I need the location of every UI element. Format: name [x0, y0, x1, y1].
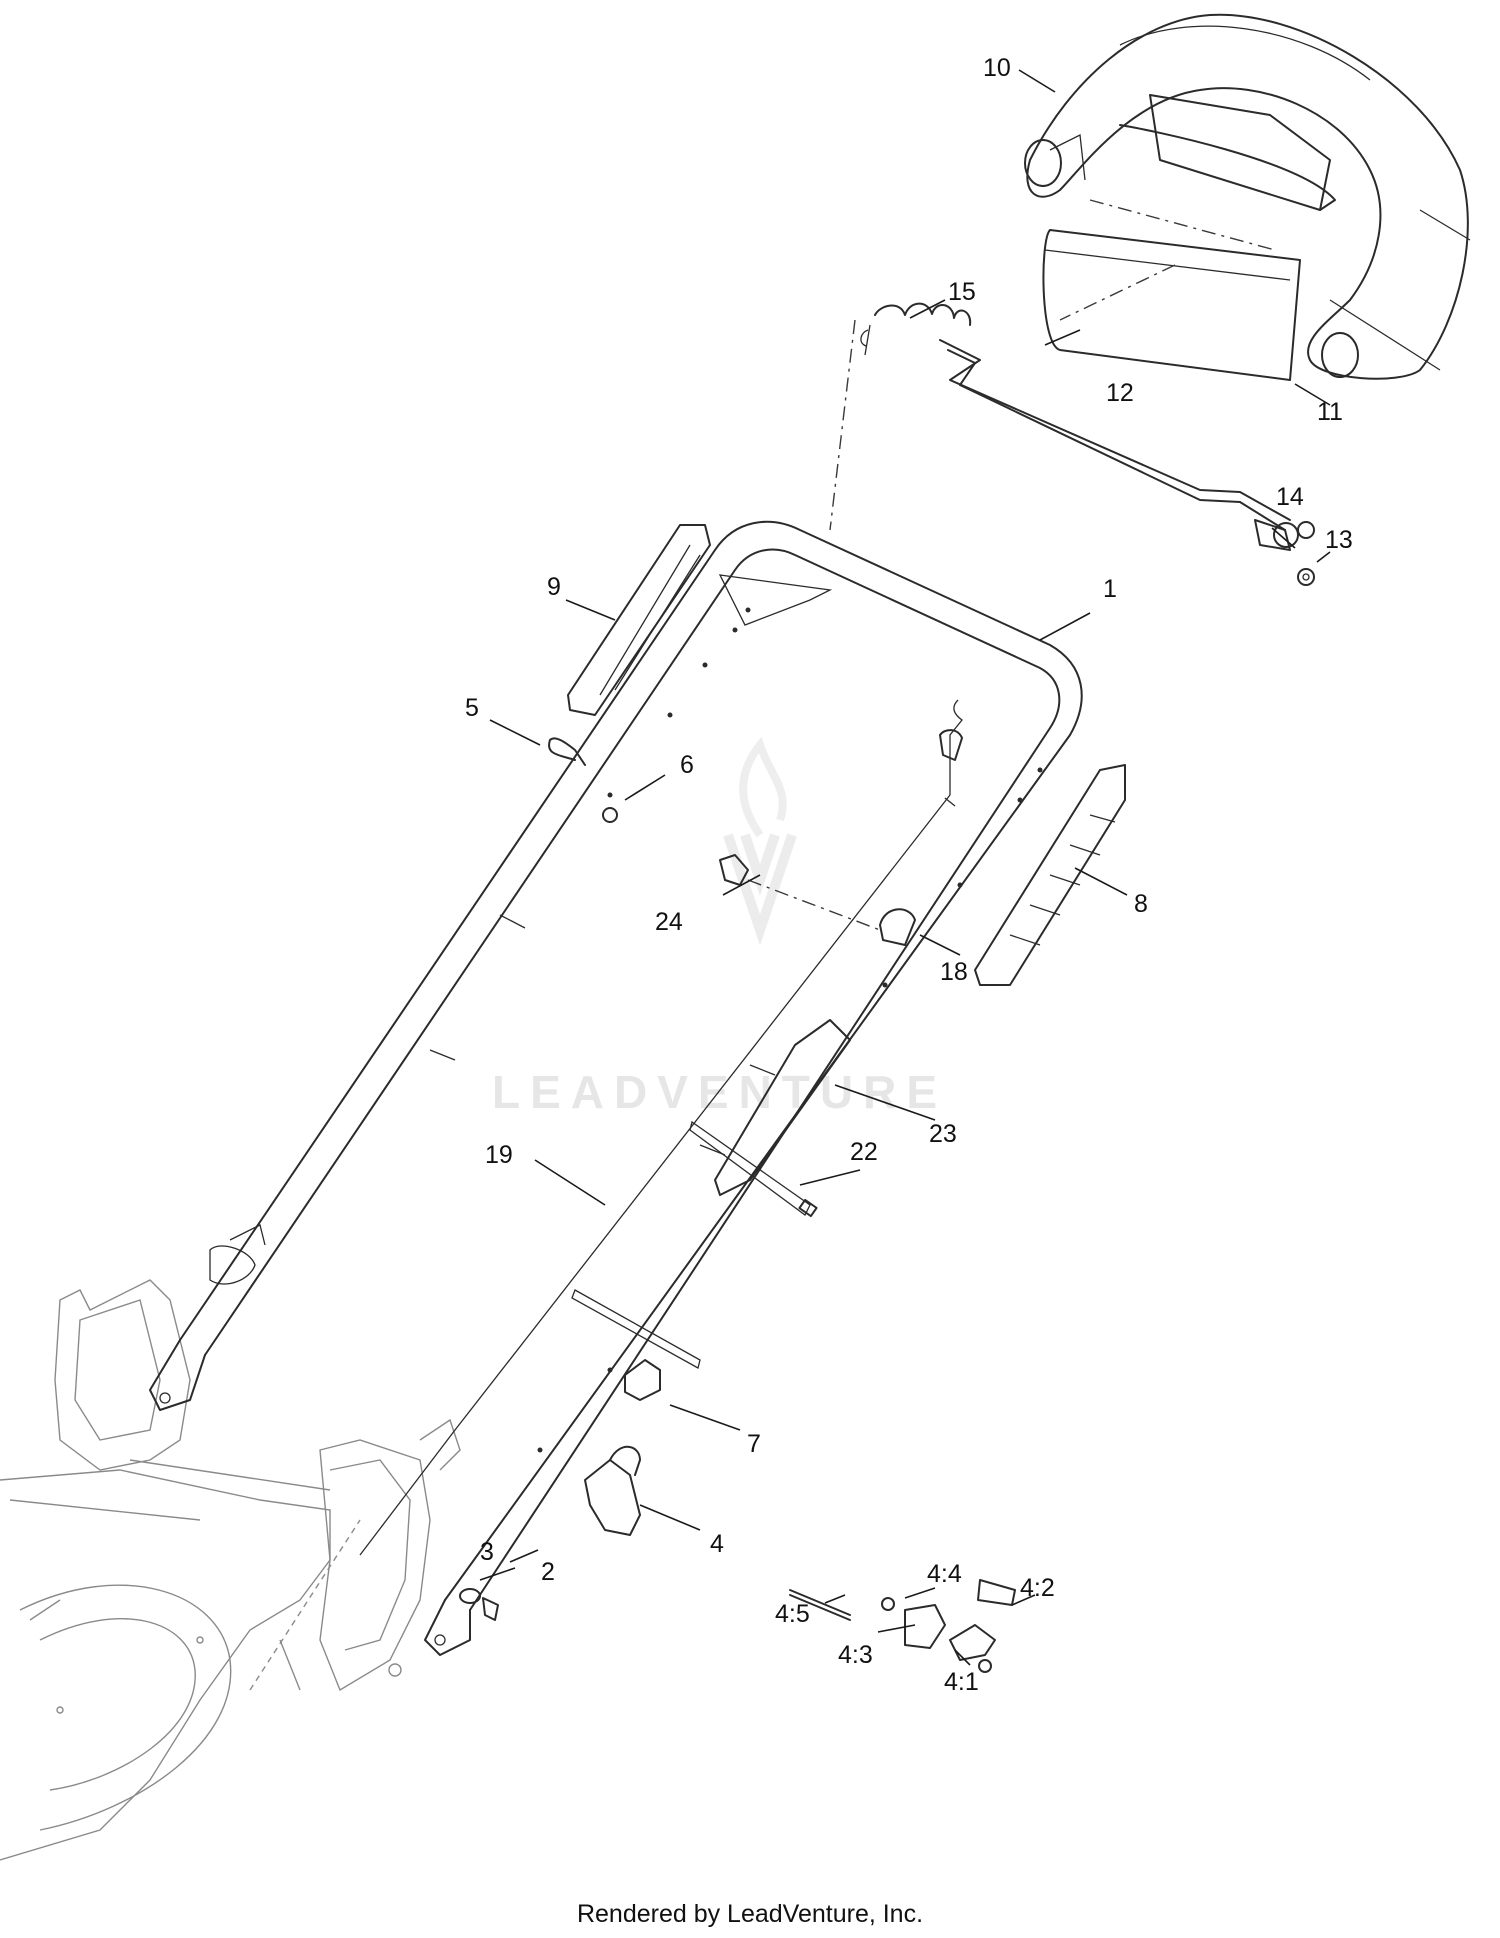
callout-24: 24 [655, 908, 683, 936]
callout-4: 4 [710, 1530, 724, 1558]
callout-22: 22 [850, 1138, 878, 1166]
rendered-by-footer: Rendered by LeadVenture, Inc. [576, 1900, 924, 1928]
callout-4-2: 4:2 [1020, 1574, 1055, 1602]
callout-23: 23 [929, 1120, 957, 1148]
watermark-text: LEADVENTURE [492, 1066, 947, 1118]
callout-labels: 1 2 3 4 5 6 7 8 9 10 11 12 13 14 15 18 1… [465, 54, 1353, 1696]
callout-12: 12 [1106, 379, 1134, 407]
callout-8: 8 [1134, 890, 1148, 918]
upper-handle-part-1 [149, 520, 1083, 1656]
leader-lines [479, 69, 1331, 1666]
bail-handle-part-10 [1024, 13, 1471, 381]
mower-deck-ghost [0, 1279, 461, 1861]
leadventure-watermark: LEADVENTURE [492, 736, 947, 1118]
callout-4-3: 4:3 [838, 1641, 873, 1669]
callout-11: 11 [1317, 398, 1343, 426]
callout-4-5: 4:5 [775, 1600, 810, 1628]
callout-2: 2 [541, 1558, 555, 1586]
callout-15: 15 [948, 278, 976, 306]
callout-4-1: 4:1 [944, 1668, 979, 1696]
callout-10: 10 [983, 54, 1011, 82]
linkage-parts [359, 199, 1315, 1673]
callout-9: 9 [547, 573, 561, 601]
callout-18: 18 [940, 958, 968, 986]
callout-6: 6 [680, 751, 694, 779]
callout-1: 1 [1103, 575, 1117, 603]
callout-14: 14 [1276, 483, 1304, 511]
callout-13: 13 [1325, 526, 1353, 554]
callout-7: 7 [747, 1430, 761, 1458]
callout-5: 5 [465, 694, 479, 722]
callout-4-4: 4:4 [927, 1560, 962, 1588]
callout-19: 19 [485, 1141, 513, 1169]
callout-3: 3 [480, 1538, 494, 1566]
